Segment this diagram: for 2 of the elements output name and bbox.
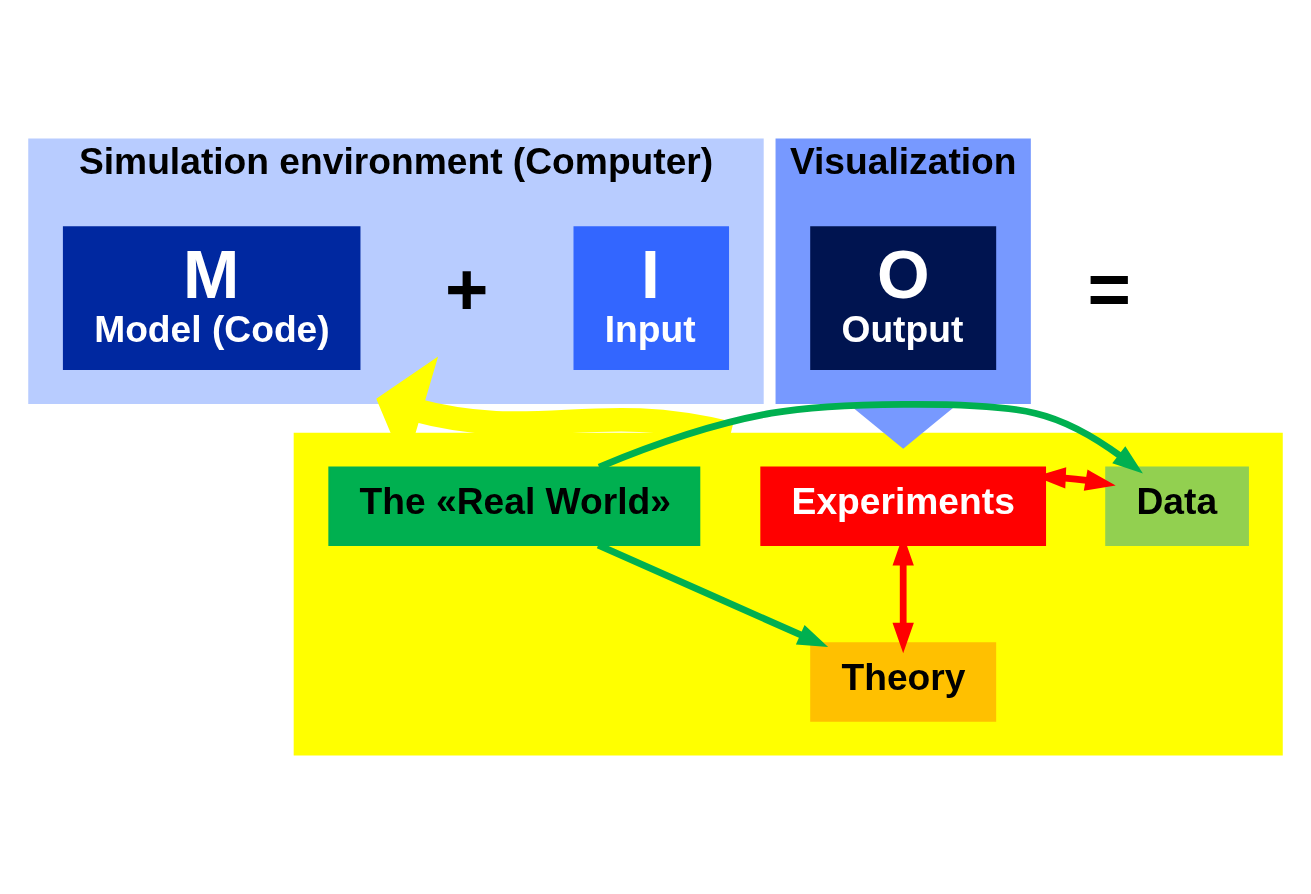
label: +	[445, 248, 489, 332]
label: =	[1087, 248, 1131, 332]
